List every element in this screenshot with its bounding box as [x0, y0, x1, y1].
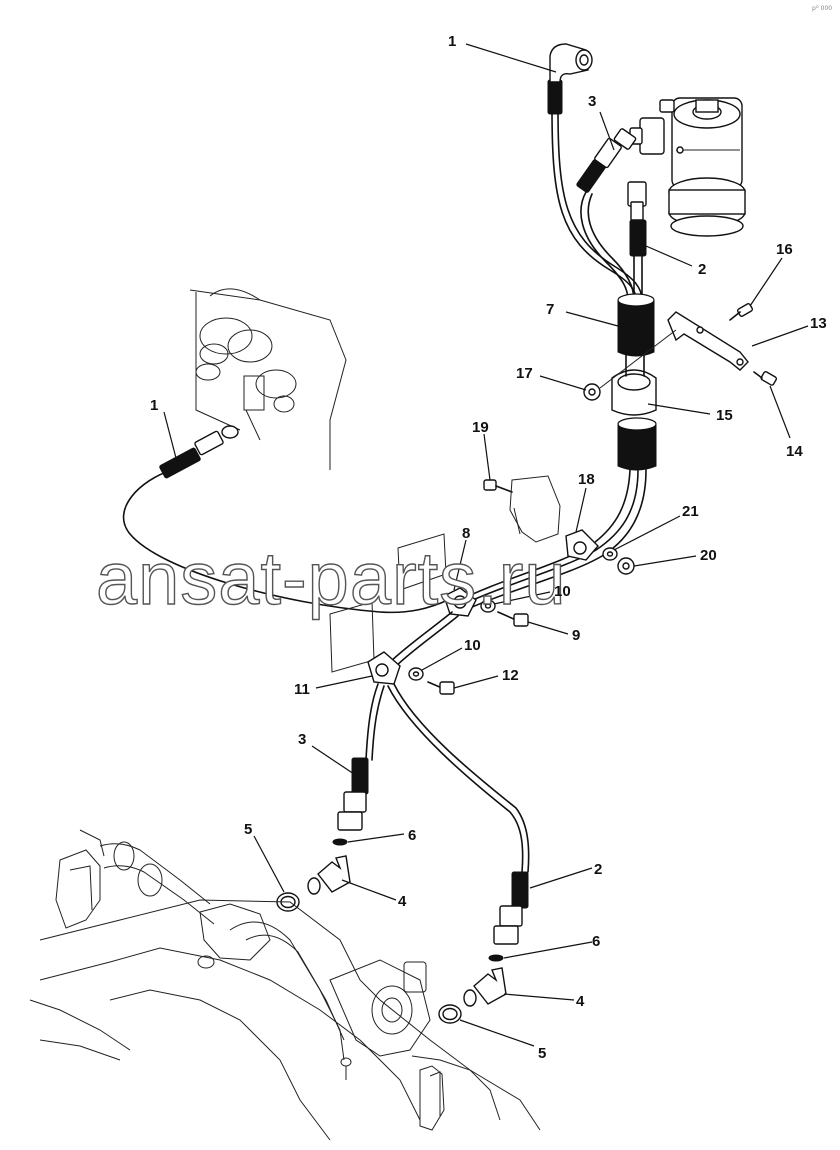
nut-17 — [583, 383, 601, 401]
callout-10-b: 10 — [464, 637, 481, 654]
callout-5-a: 5 — [244, 821, 252, 838]
callout-4-a: 4 — [398, 893, 407, 910]
callout-15: 15 — [716, 407, 733, 424]
callout-3-top: 3 — [588, 93, 596, 110]
hose-3-upper — [576, 128, 637, 301]
bolt-14 — [753, 371, 778, 386]
callout-13: 13 — [810, 315, 827, 332]
bolt-12 — [427, 681, 455, 695]
callout-6-a: 6 — [408, 827, 416, 844]
callout-10-a: 10 — [554, 583, 571, 600]
elbow-4a — [307, 855, 351, 895]
hose-1-lower — [122, 425, 449, 614]
bracket-13 — [667, 311, 749, 371]
bolt-19 — [483, 479, 513, 493]
callout-2-bottom: 2 — [594, 861, 602, 878]
clamp-15 — [611, 353, 657, 416]
clamp-18 — [565, 529, 599, 561]
hose-2-upper — [627, 181, 647, 301]
hose-bundle-lower — [387, 611, 459, 669]
o-ring-5b — [438, 1004, 462, 1024]
callout-3-bottom: 3 — [298, 731, 306, 748]
callout-5-b: 5 — [538, 1045, 546, 1062]
callout-1-left: 1 — [150, 397, 158, 414]
protective-sleeve-7 — [617, 293, 655, 357]
washer-10b — [408, 667, 424, 681]
callout-1-top: 1 — [448, 33, 456, 50]
washer-21 — [602, 547, 618, 561]
bolt-9 — [497, 611, 529, 627]
hose-1-upper — [547, 43, 643, 301]
bolt-16 — [729, 303, 754, 321]
callout-17: 17 — [516, 365, 533, 382]
clamp-8 — [443, 587, 477, 617]
callout-14: 14 — [786, 443, 803, 460]
engine-block-outline — [189, 288, 347, 470]
protective-sleeve-lower — [617, 417, 657, 471]
hose-3-lower — [337, 683, 385, 831]
o-ring-6a — [332, 838, 348, 846]
callout-12: 12 — [502, 667, 519, 684]
hose-2-lower — [387, 683, 530, 945]
callout-11: 11 — [294, 681, 310, 698]
leader-lines — [163, 43, 809, 1047]
washer-10a — [480, 599, 496, 613]
callout-9: 9 — [572, 627, 580, 644]
clamp-11 — [367, 651, 401, 685]
callout-20: 20 — [700, 547, 717, 564]
callout-4-b: 4 — [576, 993, 585, 1010]
steering-unit — [629, 97, 746, 237]
callout-19: 19 — [472, 419, 489, 436]
elbow-4b — [463, 967, 507, 1007]
callout-7: 7 — [546, 301, 554, 318]
assembly-line-17 — [599, 329, 677, 389]
callout-16: 16 — [776, 241, 793, 258]
watermark-text: ansat-parts.ru — [96, 537, 567, 620]
nut-20 — [617, 557, 635, 575]
corner-code: pᴰ 000 — [812, 5, 832, 12]
o-ring-6b — [488, 954, 504, 962]
frame-plate-18 — [509, 475, 561, 543]
front-axle-assembly — [29, 829, 541, 1141]
callout-6-b: 6 — [592, 933, 600, 950]
callout-18: 18 — [578, 471, 595, 488]
callout-labels: 1 3 2 16 13 7 17 15 14 1 19 18 21 20 8 1… — [150, 33, 827, 1062]
callout-21: 21 — [682, 503, 699, 520]
callout-2-top: 2 — [698, 261, 706, 278]
callout-8: 8 — [462, 525, 470, 542]
